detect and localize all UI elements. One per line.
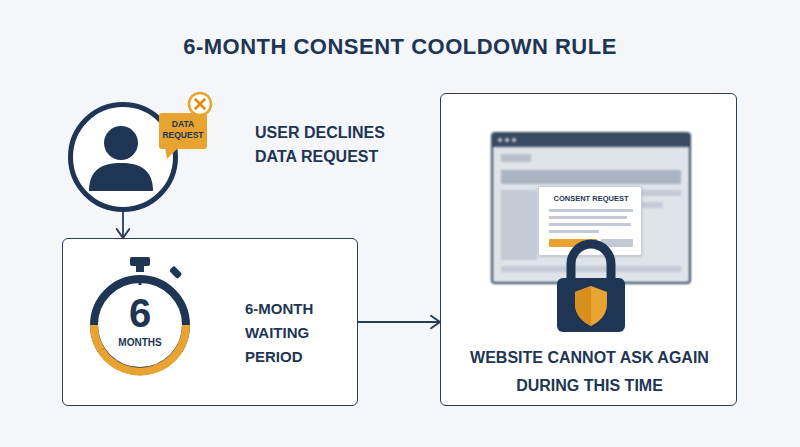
speech-bubble-tail — [165, 147, 179, 159]
arrow-line — [122, 212, 124, 238]
modal-heading: CONSENT REQUEST — [539, 194, 643, 204]
arrow-head — [117, 229, 130, 238]
padlock-icon — [551, 236, 631, 336]
step-label: WEBSITE CANNOT ASK AGAIN DURING THIS TIM… — [451, 344, 728, 400]
user-circle: USER DECLINES DATA REQUESTDATA REQUEST — [68, 102, 178, 212]
step-label: 6-MONTH WAITING PERIOD — [245, 297, 355, 369]
step-box: WEBSITE CANNOT ASK AGAIN DURING THIS TIM… — [440, 93, 737, 406]
months-unit: MONTHS — [92, 337, 188, 349]
speech-bubble: DATA REQUEST — [159, 113, 207, 149]
bubble-text: DATA REQUEST — [159, 119, 207, 141]
diagram-title: 6-MONTH CONSENT COOLDOWN RULE — [0, 34, 800, 60]
step-label: USER DECLINES DATA REQUEST — [255, 121, 395, 169]
arrow-head — [431, 316, 440, 329]
step-box: 6-MONTH WAITING PERIOD 6MONTHS — [62, 238, 358, 406]
user-icon — [73, 107, 173, 207]
flow-arrow — [358, 316, 440, 329]
months-number: 6 — [92, 291, 188, 335]
arrow-line — [358, 321, 440, 323]
stopwatch-face: 6MONTHS — [92, 277, 188, 373]
flow-arrow — [117, 212, 130, 238]
decline-x-icon — [187, 91, 213, 117]
